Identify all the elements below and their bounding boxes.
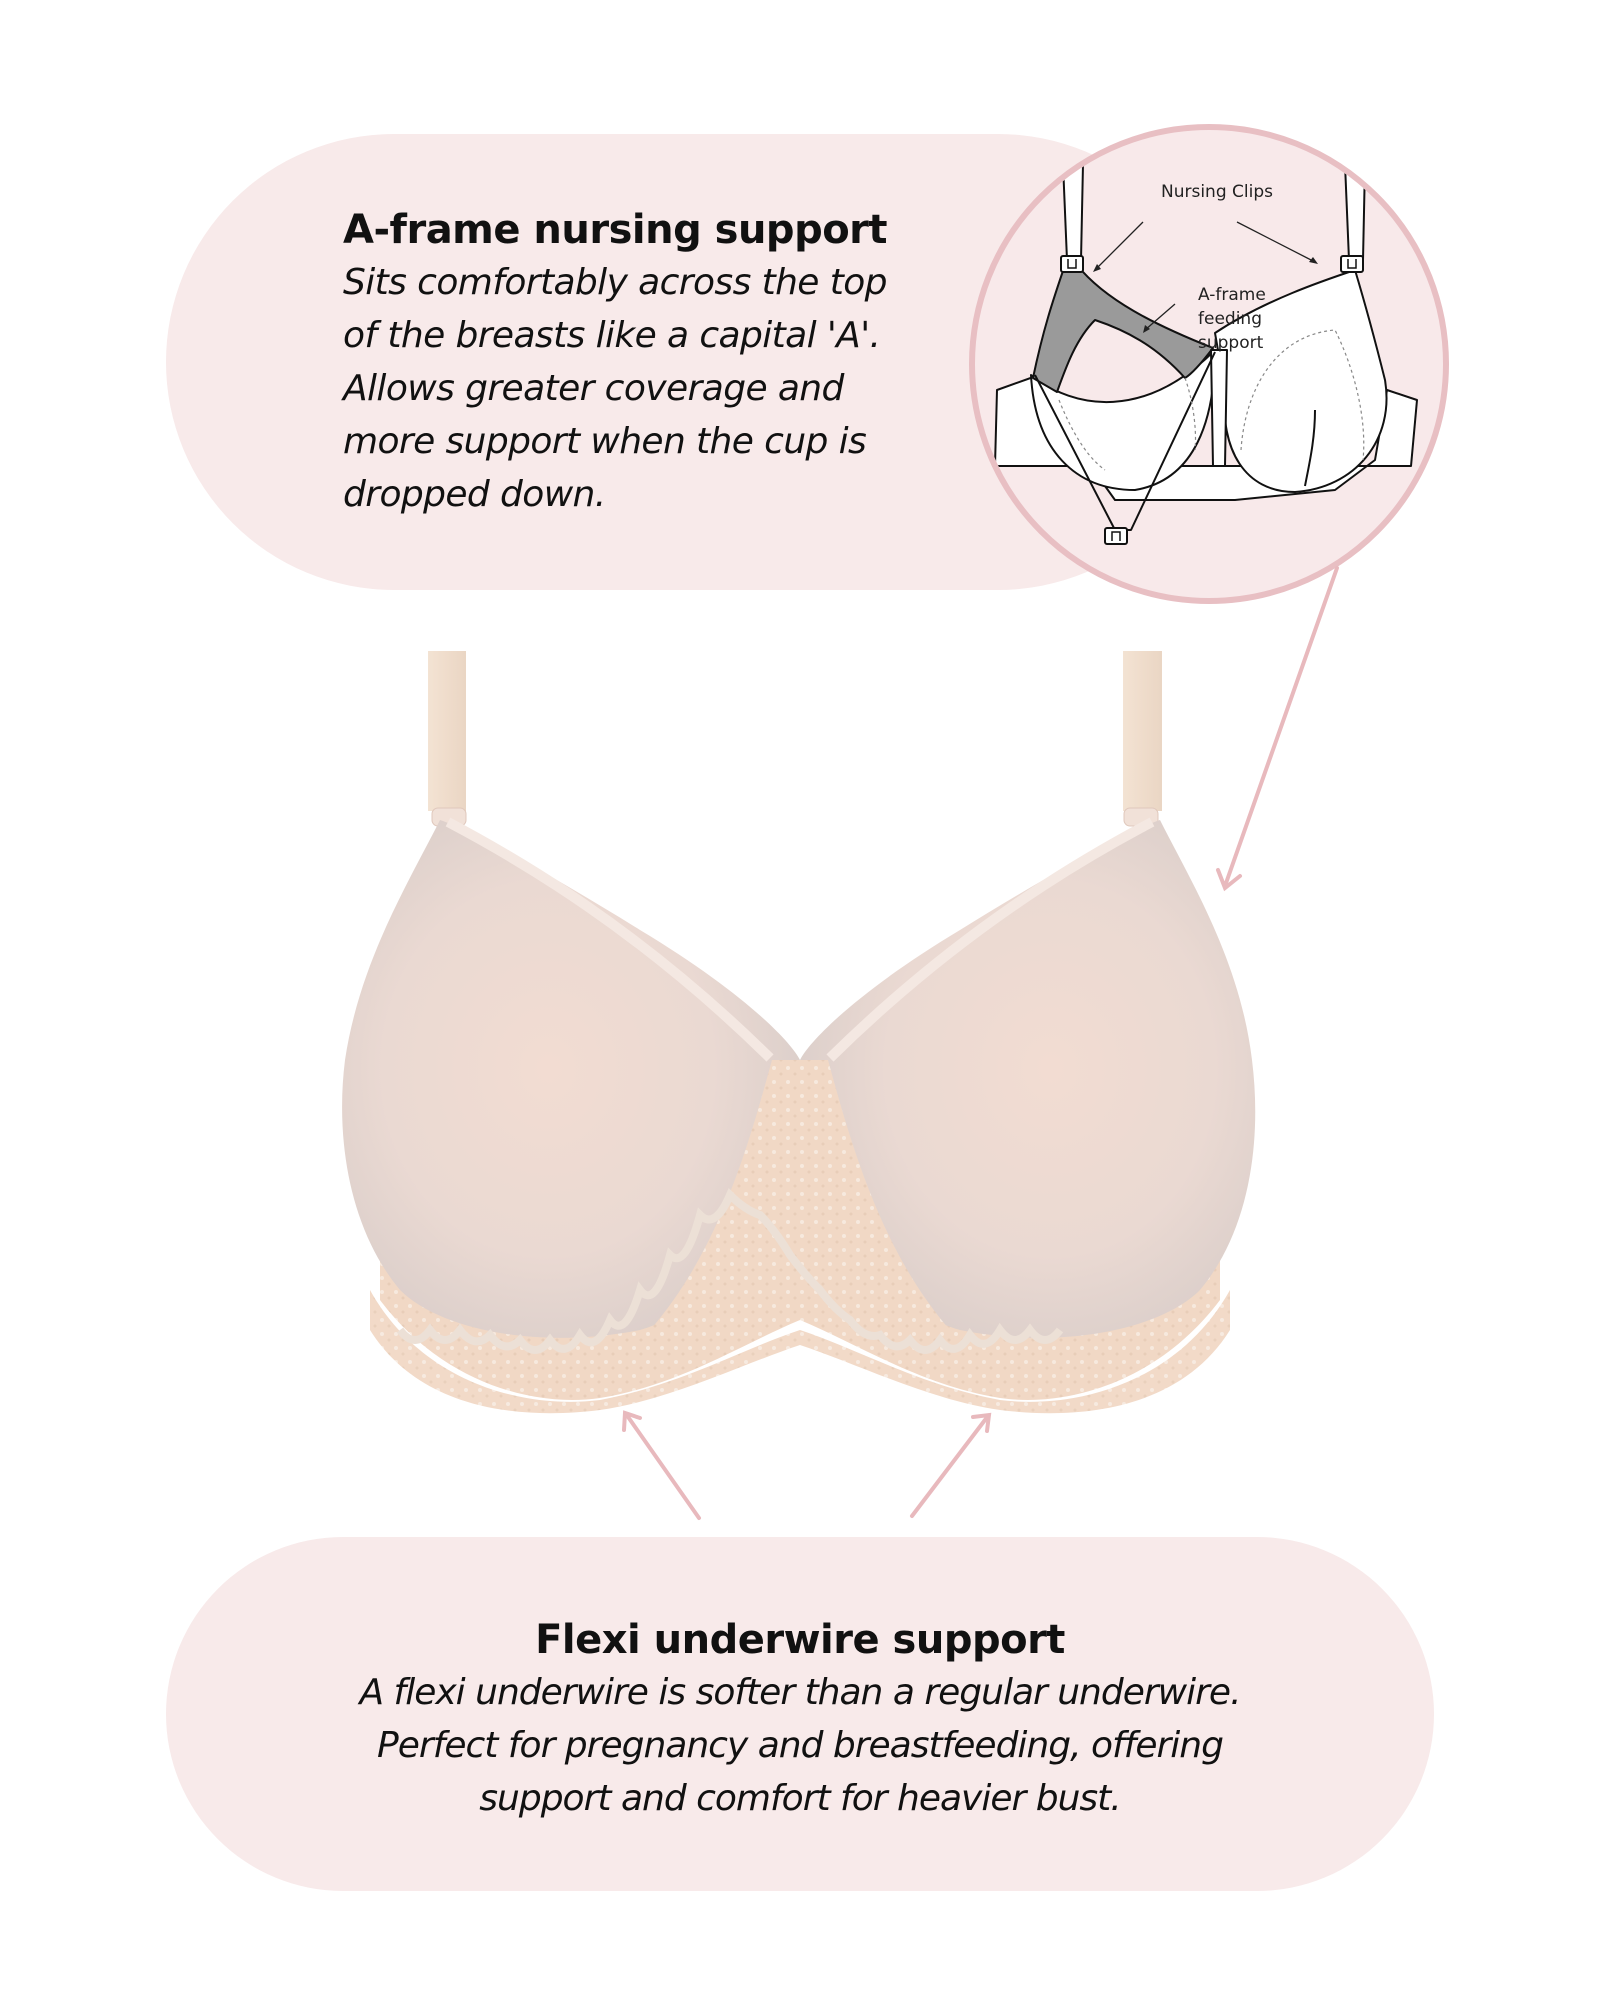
left-strap: [428, 651, 466, 811]
feature-description-aframe: Sits comfortably across the top of the b…: [343, 262, 887, 515]
arrow-icon: [910, 1414, 990, 1518]
top-feature-text: A-frame nursing support Sits comfortably…: [343, 204, 983, 521]
bra-line-drawing-icon: [994, 163, 1418, 545]
feature-description-flexi-underwire: A flexi underwire is softer than a regul…: [359, 1672, 1241, 1819]
aframe-feeding-support-label: A-frame feeding support: [1198, 285, 1266, 353]
aframe-diagram-callout: Nursing Clips A-frame feeding support: [969, 124, 1449, 604]
nursing-clip-icon: [1104, 527, 1128, 545]
bottom-feature-text: Flexi underwire support A flexi underwir…: [166, 1614, 1434, 1825]
right-strap: [1123, 651, 1162, 811]
arrow-icon: [624, 1412, 701, 1520]
nursing-clip-icon: [1340, 255, 1364, 273]
feature-title-flexi-underwire: Flexi underwire support: [535, 1617, 1065, 1663]
feature-title-aframe: A-frame nursing support: [343, 207, 888, 253]
arrow-icon: [1223, 566, 1339, 888]
nursing-clips-label: Nursing Clips: [1161, 182, 1273, 202]
bottom-feature-panel: [166, 1537, 1434, 1891]
nursing-clip-icon: [1060, 255, 1084, 273]
